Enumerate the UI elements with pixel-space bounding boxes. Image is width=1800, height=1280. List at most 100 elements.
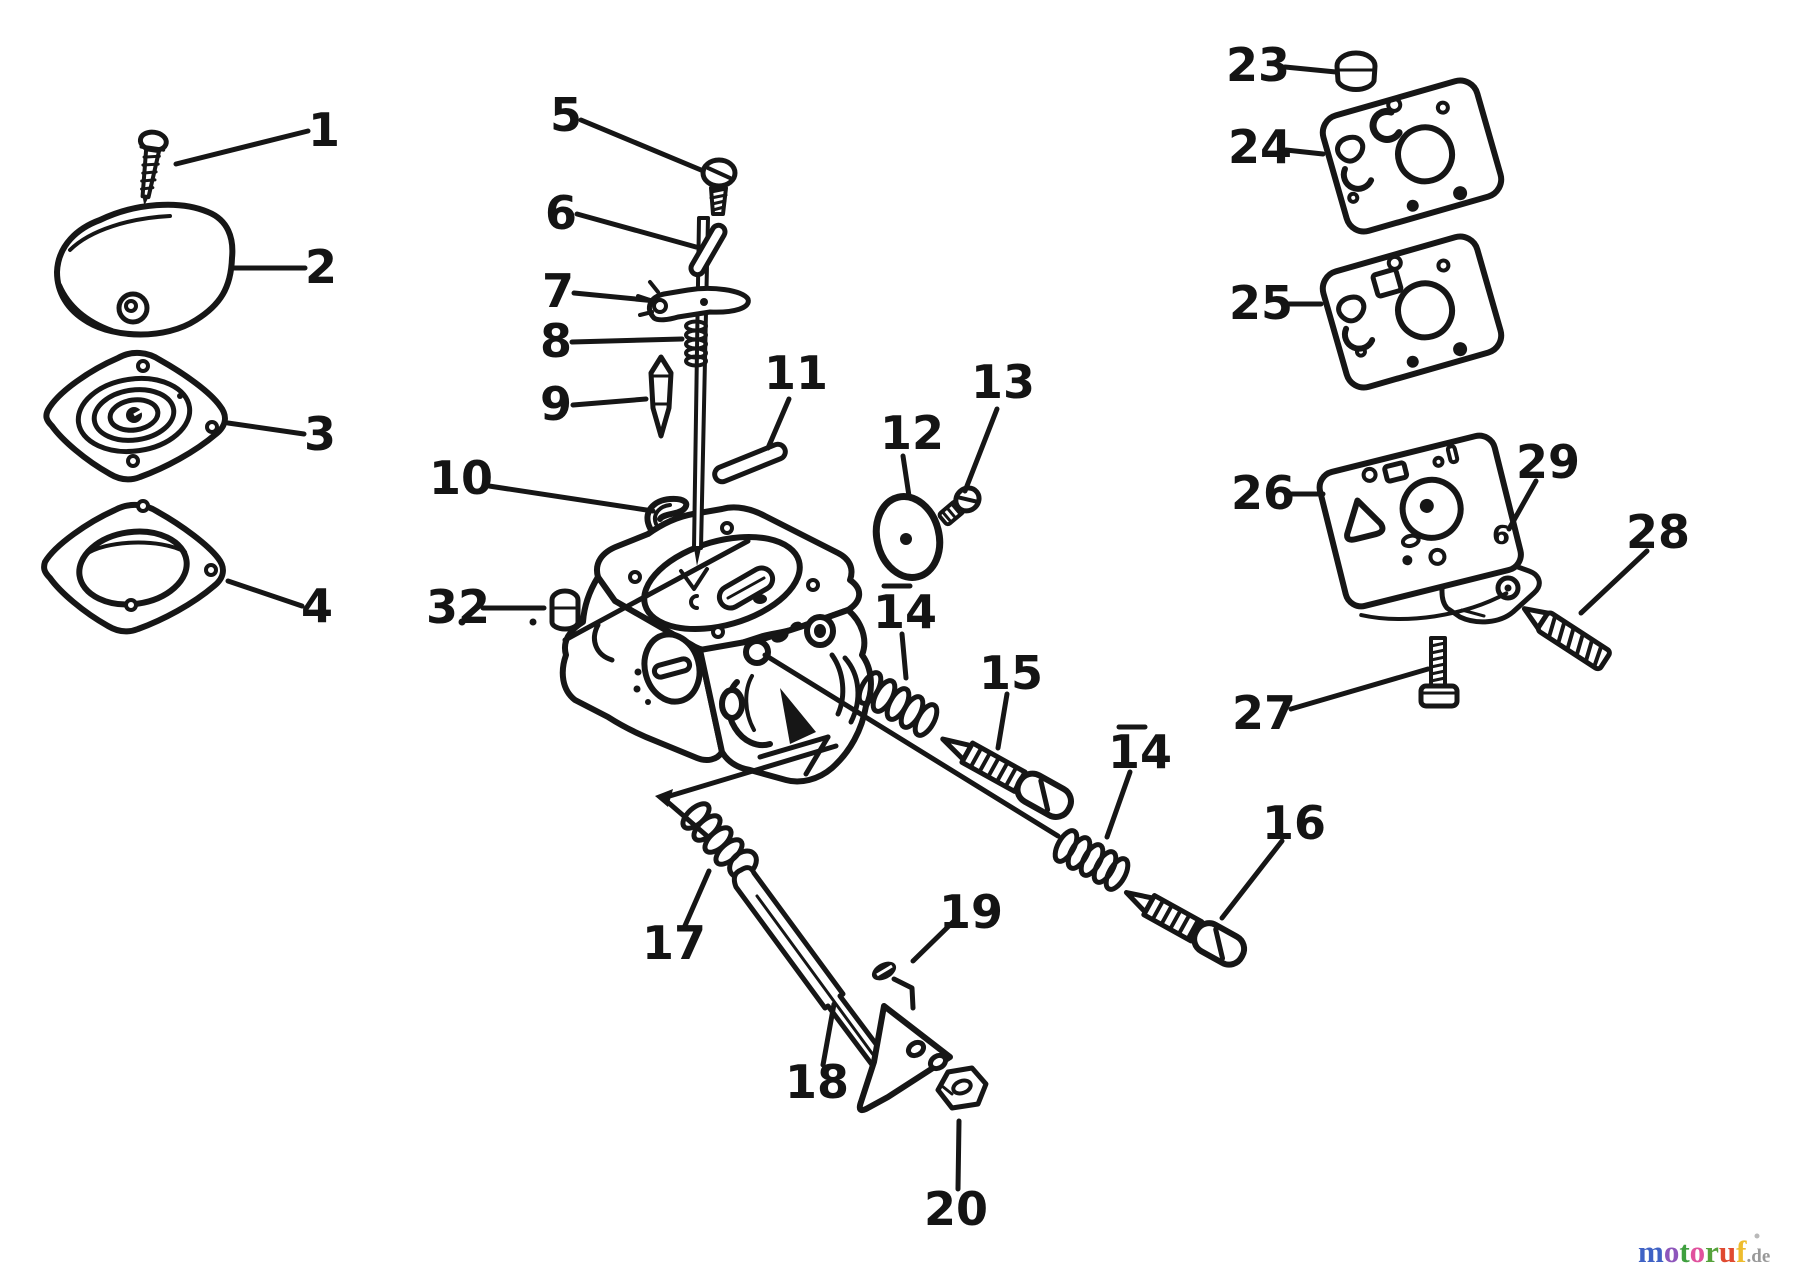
leader-14a (899, 631, 909, 681)
leader-20 (955, 1118, 962, 1192)
callout-26: 26 (1231, 466, 1295, 520)
callout-11: 11 (764, 346, 828, 400)
callout-32: 32 (426, 580, 490, 634)
leader-19 (910, 918, 957, 964)
callout-27: 27 (1232, 686, 1296, 740)
leader-10 (486, 483, 656, 514)
callout-2: 2 (305, 240, 337, 294)
part-15-needle-screw (940, 736, 1074, 820)
part-19-clip (871, 961, 916, 1011)
part-2-fuel-pump-cover (54, 201, 236, 338)
callout-16: 16 (1262, 796, 1326, 850)
callout-28: 28 (1626, 505, 1690, 559)
callout-25: 25 (1229, 276, 1293, 330)
leader-4 (225, 578, 305, 609)
part-4-pump-gasket (41, 499, 226, 635)
logo-trademark-dot (1754, 1233, 1760, 1239)
leader-5 (578, 117, 704, 173)
callout-20: 20 (924, 1182, 988, 1236)
callout-12: 12 (880, 406, 944, 460)
part-26-cover-plate (1316, 432, 1524, 621)
carburetor-body (559, 504, 874, 785)
part-3-pump-diaphragm (43, 350, 228, 483)
callout-labels: 1 2 3 4 5 6 7 8 9 10 11 12 13 14 15 14 1… (301, 38, 1690, 1236)
leader-11 (765, 396, 792, 451)
part-13-plate-screw (937, 485, 982, 527)
leader-18 (820, 1001, 837, 1068)
callout-14b: 14 (1108, 725, 1172, 779)
callout-7: 7 (542, 264, 574, 318)
part-25-gasket-plate (1319, 233, 1505, 391)
leader-6 (574, 211, 699, 250)
part-12-throttle-plate-disc (872, 493, 944, 581)
callout-8: 8 (540, 314, 572, 368)
callout-9: 9 (540, 377, 572, 431)
callout-18: 18 (785, 1055, 849, 1109)
callout-15: 15 (979, 646, 1043, 700)
callout-13: 13 (971, 355, 1035, 409)
logo-letter: t (1679, 1234, 1690, 1269)
part-6-lever-pin (688, 222, 728, 278)
part-11-pin (712, 441, 788, 485)
leader-9 (570, 396, 649, 408)
callout-14a: 14 (873, 585, 937, 639)
logo-letter: u (1719, 1234, 1736, 1269)
part-28-screw (1521, 606, 1612, 672)
leader-23 (1282, 64, 1339, 75)
leader-16 (1219, 838, 1285, 921)
leader-17 (681, 868, 712, 931)
callout-17: 17 (642, 916, 706, 970)
part-9-inlet-needle (648, 354, 674, 439)
callout-23: 23 (1226, 38, 1290, 92)
leader-27 (1288, 666, 1431, 712)
watermark-logo: motoruf.de (1638, 1234, 1770, 1269)
callout-29: 29 (1516, 435, 1580, 489)
part-32-plug (549, 588, 581, 632)
leader-12 (900, 453, 912, 499)
logo-letter: o (1690, 1234, 1706, 1269)
leader-3 (225, 420, 307, 437)
callout-5: 5 (550, 88, 582, 142)
part-16-needle-screw (1123, 890, 1248, 968)
logo-letter: o (1664, 1234, 1680, 1269)
part-27-screw (1418, 636, 1460, 709)
cast-mark-6: 6 (1492, 521, 1510, 551)
part-14-spring-a (856, 670, 940, 738)
part-1-cover-screw (137, 129, 169, 206)
watermark: motoruf.de (1638, 1233, 1770, 1269)
leader-lines (173, 64, 1650, 1192)
leader-24 (1283, 147, 1326, 157)
part-8-lever-spring (684, 319, 708, 368)
logo-letter: f (1736, 1234, 1747, 1269)
part-17-return-spring (680, 801, 759, 880)
callout-3: 3 (304, 407, 336, 461)
leader-15 (995, 691, 1010, 751)
leader-1 (173, 128, 311, 167)
part-18-throttle-shaft-lever (731, 865, 953, 1114)
logo-letter: m (1638, 1234, 1664, 1269)
callout-19: 19 (939, 885, 1003, 939)
assembly-axis-lines (562, 538, 1061, 839)
part-24-diaphragm-plate (1319, 77, 1505, 235)
part-23-welch-plug (1334, 50, 1378, 92)
callout-4: 4 (301, 579, 333, 633)
part-14-spring-b (1052, 828, 1131, 892)
leader-7 (571, 290, 659, 304)
leader-14b (1104, 769, 1133, 840)
callout-24: 24 (1228, 120, 1292, 174)
print-dot (458, 618, 466, 626)
callout-10: 10 (429, 451, 493, 505)
callout-6: 6 (545, 186, 577, 240)
logo-letter: r (1705, 1234, 1719, 1269)
leader-28 (1578, 548, 1650, 616)
leader-13 (962, 406, 1000, 494)
part-10-clip (644, 495, 690, 531)
leader-8 (569, 336, 685, 345)
callout-1: 1 (308, 103, 340, 157)
print-dot (529, 618, 537, 626)
part-20-nut (935, 1065, 989, 1111)
logo-suffix: .de (1747, 1246, 1771, 1267)
leader-29 (1506, 478, 1539, 532)
